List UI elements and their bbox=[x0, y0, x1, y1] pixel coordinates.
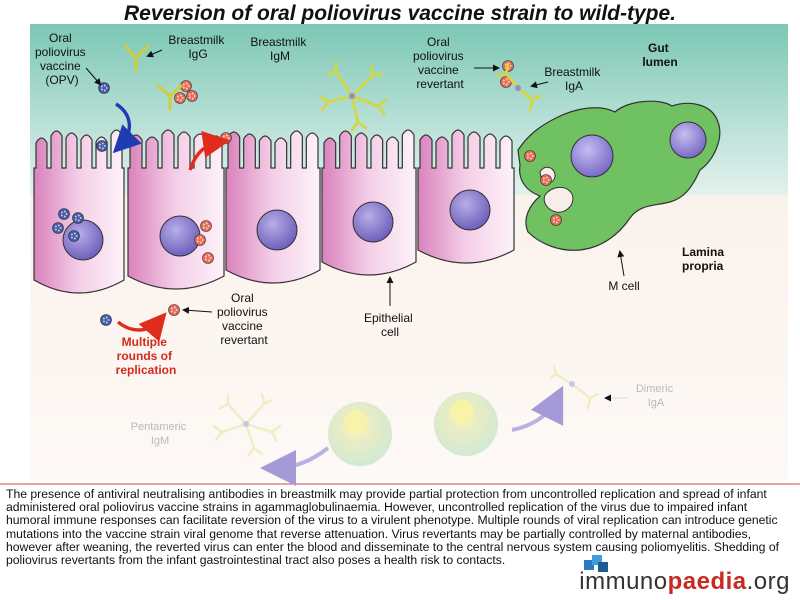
vaccine-virus-particle bbox=[98, 82, 110, 94]
epithelial-cell bbox=[225, 130, 321, 284]
immunopaedia-logo: immunopaedia.org bbox=[579, 568, 790, 596]
iga-j-chain bbox=[515, 85, 521, 91]
vaccine-virus-particle bbox=[68, 230, 80, 242]
label-pentameric: Pentameric IgM bbox=[131, 421, 190, 447]
label-dimeric: Dimeric IgA bbox=[636, 383, 676, 409]
vaccine-virus-particle bbox=[100, 314, 112, 326]
logo-part-3: .org bbox=[746, 568, 790, 595]
dimeric-iga-faded bbox=[548, 364, 600, 410]
pointer-m-cell bbox=[617, 250, 625, 277]
figure-caption: The presence of antiviral neutralising a… bbox=[6, 487, 779, 568]
epithelial-cell-row bbox=[33, 129, 515, 294]
plasma-cell-right-nucleus bbox=[450, 400, 474, 424]
lavender-arrow-right bbox=[511, 385, 564, 432]
epithelial-nucleus bbox=[62, 219, 104, 261]
label-revertant-bottom: Oral poliovirus vaccine revertant bbox=[217, 291, 271, 347]
igm-j-chain bbox=[349, 93, 355, 99]
epithelial-nucleus bbox=[449, 189, 491, 231]
logo-part-1: immuno bbox=[579, 568, 668, 595]
plasma-cell-left bbox=[328, 402, 392, 466]
faded-iga-j-chain bbox=[569, 381, 575, 387]
revertant-virus-particle bbox=[540, 174, 552, 186]
vaccine-virus-particle bbox=[96, 140, 108, 152]
breastmilk-igm-pentamer bbox=[318, 61, 388, 132]
label-lamina-propria: Lamina propria bbox=[682, 245, 727, 273]
m-cell-nucleus-2 bbox=[669, 121, 707, 159]
replication-arrow bbox=[116, 312, 167, 342]
revertant-virus-particle bbox=[202, 252, 214, 264]
revertant-virus-particle bbox=[550, 214, 562, 226]
label-opv: Oral poliovirus vaccine (OPV) bbox=[35, 31, 89, 87]
diagram-title: Reversion of oral poliovirus vaccine str… bbox=[124, 2, 676, 25]
label-epithelial: Epithelial cell bbox=[364, 311, 416, 339]
red-release-arrow bbox=[188, 130, 231, 171]
vaccine-virus-particle bbox=[58, 208, 70, 220]
label-igg: Breastmilk IgG bbox=[168, 33, 227, 61]
label-iga: Breastmilk IgA bbox=[544, 65, 603, 93]
breastmilk-igg-antibody bbox=[123, 44, 183, 111]
label-m-cell: M cell bbox=[608, 279, 639, 293]
pointer-igg bbox=[146, 49, 163, 58]
pointer-opv bbox=[85, 67, 102, 86]
gut-epithelium-diagram: Oral poliovirus vaccine (OPV) Breastmilk… bbox=[0, 24, 800, 486]
lavender-arrow-left bbox=[260, 446, 330, 486]
epithelial-nucleus bbox=[352, 201, 394, 243]
label-igm: Breastmilk IgM bbox=[250, 35, 309, 63]
vaccine-virus-particle bbox=[52, 222, 64, 234]
revertant-virus-particle bbox=[500, 76, 512, 88]
revertant-virus-particle bbox=[168, 304, 180, 316]
logo-part-2: paedia bbox=[667, 568, 747, 595]
epithelial-nucleus bbox=[256, 209, 298, 251]
label-revertant-top: Oral poliovirus vaccine revertant bbox=[413, 35, 467, 91]
m-cell-nucleus bbox=[570, 134, 614, 178]
plasma-cell-left-nucleus bbox=[344, 410, 368, 434]
m-cell-pocket bbox=[543, 186, 574, 213]
pointer-revertant-bottom bbox=[182, 306, 213, 314]
label-multiple-rounds: Multiple rounds of replication bbox=[116, 335, 177, 377]
label-gut-lumen: Gut lumen bbox=[642, 41, 677, 69]
vaccine-virus-particle bbox=[72, 212, 84, 224]
breastmilk-iga-dimer bbox=[496, 62, 542, 112]
revertant-virus-particle bbox=[174, 92, 186, 104]
plasma-cell-right bbox=[434, 392, 498, 456]
revertant-virus-particle bbox=[200, 220, 212, 232]
faded-j-chain bbox=[243, 421, 249, 427]
logo-cubes-icon bbox=[584, 555, 608, 572]
epithelial-nucleus bbox=[159, 215, 201, 257]
m-cell bbox=[517, 100, 721, 251]
pointer-iga bbox=[530, 81, 549, 89]
revertant-virus-particle bbox=[194, 234, 206, 246]
revertant-virus-particle bbox=[186, 90, 198, 102]
revertant-virus-particle bbox=[524, 150, 536, 162]
revertant-virus-particle bbox=[220, 132, 232, 144]
blue-uptake-arrow bbox=[112, 102, 142, 154]
